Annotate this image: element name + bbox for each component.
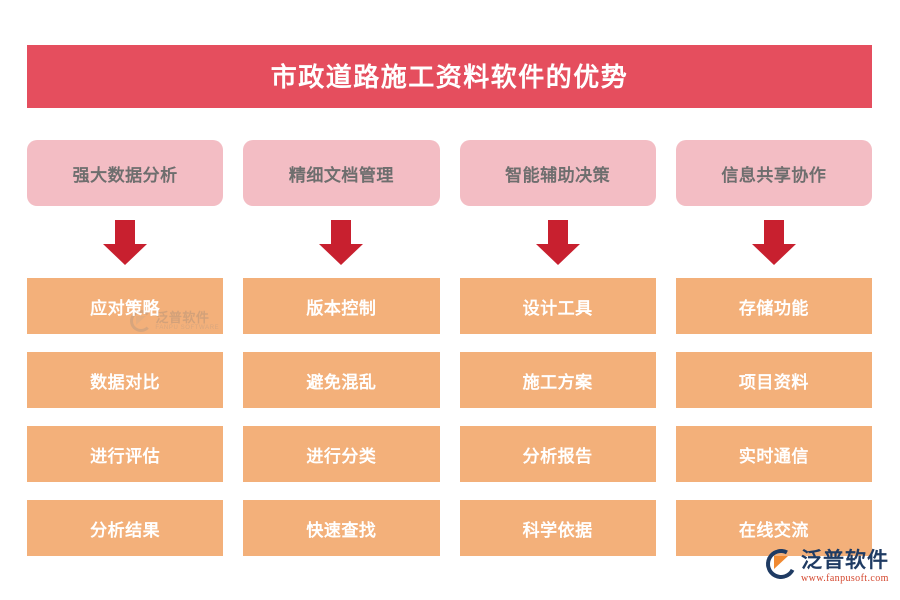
arrow-down-icon — [751, 219, 796, 265]
brand-url: www.fanpusoft.com — [801, 573, 889, 584]
item-cell[interactable]: 分析结果 — [27, 500, 224, 556]
arrow-stem — [331, 219, 352, 245]
item-label: 避免混乱 — [306, 372, 377, 392]
item-label: 存储功能 — [738, 298, 809, 318]
item-cell[interactable]: 避免混乱 — [243, 352, 440, 408]
item-label: 设计工具 — [522, 298, 593, 318]
fanpu-logo-icon — [762, 545, 800, 583]
watermark-en: FANPU SOFTWARE — [155, 325, 220, 331]
item-cell[interactable]: 项目资料 — [675, 352, 872, 408]
column-header-label-4: 信息共享协作 — [721, 165, 827, 185]
title-banner: 市政道路施工资料软件的优势 — [27, 45, 872, 108]
column-2: 精细文档管理 版本控制 避免混乱 进行分类 快速查找 — [243, 140, 440, 556]
brand-name: 泛普软件 — [801, 549, 889, 572]
column-4: 信息共享协作 存储功能 项目资料 实时通信 在线交流 — [675, 140, 872, 556]
arrow-stem — [547, 219, 568, 245]
item-label: 应对策略 — [90, 298, 161, 318]
column-header-3[interactable]: 智能辅助决策 — [459, 140, 656, 206]
arrow-wrap-1 — [27, 206, 223, 278]
column-header-label-2: 精细文档管理 — [288, 165, 394, 185]
item-label: 快速查找 — [306, 520, 377, 540]
item-label: 版本控制 — [306, 298, 377, 318]
item-cell[interactable]: 数据对比 — [27, 352, 224, 408]
arrow-head — [751, 243, 796, 265]
item-cell[interactable]: 存储功能 — [675, 278, 872, 334]
arrow-wrap-3 — [460, 206, 656, 278]
arrow-head — [103, 243, 148, 265]
item-label: 项目资料 — [738, 372, 809, 392]
item-label: 在线交流 — [738, 520, 809, 540]
column-3: 智能辅助决策 设计工具 施工方案 分析报告 科学依据 — [459, 140, 656, 556]
arrow-wrap-4 — [676, 206, 872, 278]
column-header-label-3: 智能辅助决策 — [505, 165, 611, 185]
columns-container: 强大数据分析 应对策略 泛普软件 FANPU SOFTWARE — [27, 140, 872, 556]
column-header-1[interactable]: 强大数据分析 — [27, 140, 224, 206]
item-label: 进行评估 — [90, 446, 161, 466]
arrow-down-icon — [319, 219, 364, 265]
item-label: 分析结果 — [90, 520, 161, 540]
item-label: 分析报告 — [522, 446, 593, 466]
item-cell[interactable]: 设计工具 — [459, 278, 656, 334]
item-cell[interactable]: 进行评估 — [27, 426, 224, 482]
brand-logo: 泛普软件 www.fanpusoft.com — [762, 545, 889, 584]
item-label: 科学依据 — [522, 520, 593, 540]
arrow-stem — [115, 219, 136, 245]
item-cell[interactable]: 在线交流 — [675, 500, 872, 556]
column-header-label-1: 强大数据分析 — [72, 165, 178, 185]
item-label: 数据对比 — [90, 372, 161, 392]
item-cell[interactable]: 版本控制 — [243, 278, 440, 334]
page-title: 市政道路施工资料软件的优势 — [270, 61, 629, 92]
item-cell[interactable]: 快速查找 — [243, 500, 440, 556]
arrow-down-icon — [103, 219, 148, 265]
item-cell[interactable]: 施工方案 — [459, 352, 656, 408]
item-label: 进行分类 — [306, 446, 377, 466]
arrow-head — [319, 243, 364, 265]
item-cell[interactable]: 分析报告 — [459, 426, 656, 482]
arrow-down-icon — [535, 219, 580, 265]
item-cell[interactable]: 科学依据 — [459, 500, 656, 556]
arrow-wrap-2 — [243, 206, 439, 278]
item-cell[interactable]: 进行分类 — [243, 426, 440, 482]
item-cell[interactable]: 应对策略 泛普软件 FANPU SOFTWARE — [27, 278, 224, 334]
column-header-4[interactable]: 信息共享协作 — [675, 140, 872, 206]
column-1: 强大数据分析 应对策略 泛普软件 FANPU SOFTWARE — [27, 140, 224, 556]
column-header-2[interactable]: 精细文档管理 — [243, 140, 440, 206]
watermark-cn: 泛普软件 — [155, 310, 210, 325]
item-label: 实时通信 — [738, 446, 809, 466]
arrow-stem — [763, 219, 784, 245]
arrow-head — [535, 243, 580, 265]
item-cell[interactable]: 实时通信 — [675, 426, 872, 482]
item-label: 施工方案 — [522, 372, 593, 392]
